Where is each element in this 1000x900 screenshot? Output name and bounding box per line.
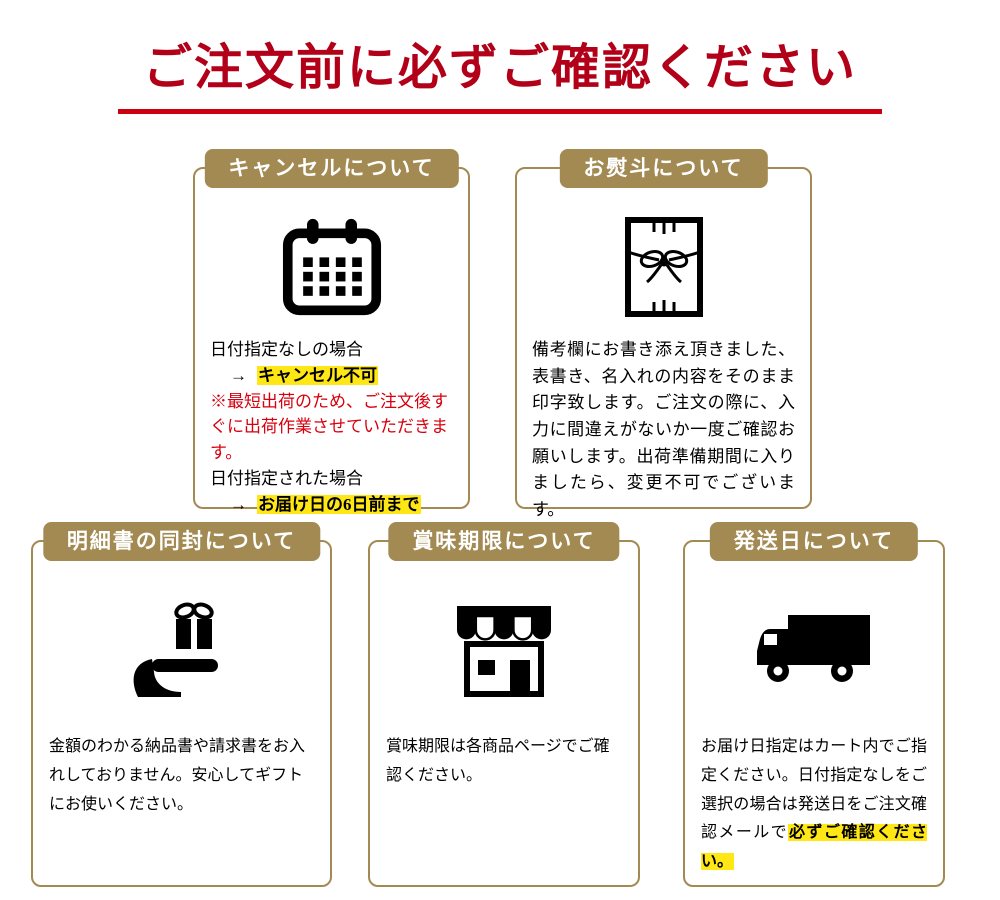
card-shipping-header: 発送日について <box>709 522 919 561</box>
truck-icon <box>685 582 943 717</box>
card-expiry-body: 賞味期限は各商品ページでご確認ください。 <box>370 717 638 791</box>
card-statement-header: 明細書の同封について <box>42 522 321 561</box>
cancel-note-red: ※最短出荷のため、ご注文後すぐに出荷作業させていただきます。 <box>210 391 448 463</box>
arrow-glyph: → <box>230 494 247 514</box>
page-title: ご注文前に必ずご確認ください <box>142 40 857 95</box>
card-statement-body: 金額のわかる納品書や請求書をお入れしておりません。安心してギフトにお使いください… <box>33 717 330 819</box>
gift-hand-icon <box>33 582 330 717</box>
cancel-rule1: → キャンセル不可 <box>210 363 453 389</box>
calendar-icon <box>195 203 468 331</box>
statement-text: 金額のわかる納品書や請求書をお入れしておりません。安心してギフトにお使いください… <box>49 738 306 813</box>
cancel-highlight1: キャンセル不可 <box>257 365 378 385</box>
cancel-line1: 日付指定なしの場合 <box>210 340 363 359</box>
title-underline <box>118 109 882 114</box>
cancel-highlight2: お届け日の6日前まで <box>257 494 421 514</box>
card-noshi: お熨斗について 備考欄にお書き添え頂きました、表書き、名入れの内容をそのまま印字… <box>515 149 812 519</box>
card-noshi-body: 備考欄にお書き添え頂きました、表書き、名入れの内容をそのまま印字致します。ご注文… <box>517 331 810 524</box>
card-cancellation-header: キャンセルについて <box>204 149 459 188</box>
expiry-text: 賞味期限は各商品ページでご確認ください。 <box>386 738 610 784</box>
card-noshi-header: お熨斗について <box>559 149 768 188</box>
card-shipping: 発送日について お届け日指定はカート内でご指定ください。日付指定なしをご選択の場… <box>683 522 945 887</box>
card-expiry: 賞味期限について 賞味期限は各商品ページでご確認ください。 <box>368 522 640 887</box>
storefront-icon <box>370 582 638 717</box>
noshi-icon <box>517 203 810 331</box>
shipping-text-main: お届け日指定はカート内でご指定ください。日付指定なしをご選択の場合は発送日をご注… <box>701 738 927 842</box>
card-shipping-body: お届け日指定はカート内でご指定ください。日付指定なしをご選択の場合は発送日をご注… <box>685 717 943 877</box>
card-cancellation: キャンセルについて 日付指定なしの場合 → キャンセル不可 ※最短出荷のため、ご注… <box>193 149 470 514</box>
arrow-glyph: → <box>230 365 247 385</box>
card-statement: 明細書の同封について 金額のわかる納品書や請求書をお入れしておりません。安心して… <box>31 522 332 887</box>
cancel-line2: 日付指定された場合 <box>210 469 363 489</box>
card-expiry-header: 賞味期限について <box>388 522 620 561</box>
cancel-rule2: → お届け日の6日前まで <box>210 492 453 518</box>
card-cancellation-body: 日付指定なしの場合 → キャンセル不可 ※最短出荷のため、ご注文後すぐに出荷作業さ… <box>195 331 468 518</box>
shipping-text: お届け日指定はカート内でご指定ください。日付指定なしをご選択の場合は発送日をご注… <box>701 733 927 877</box>
noshi-text: 備考欄にお書き添え頂きました、表書き、名入れの内容をそのまま印字致します。ご注文… <box>532 340 795 520</box>
